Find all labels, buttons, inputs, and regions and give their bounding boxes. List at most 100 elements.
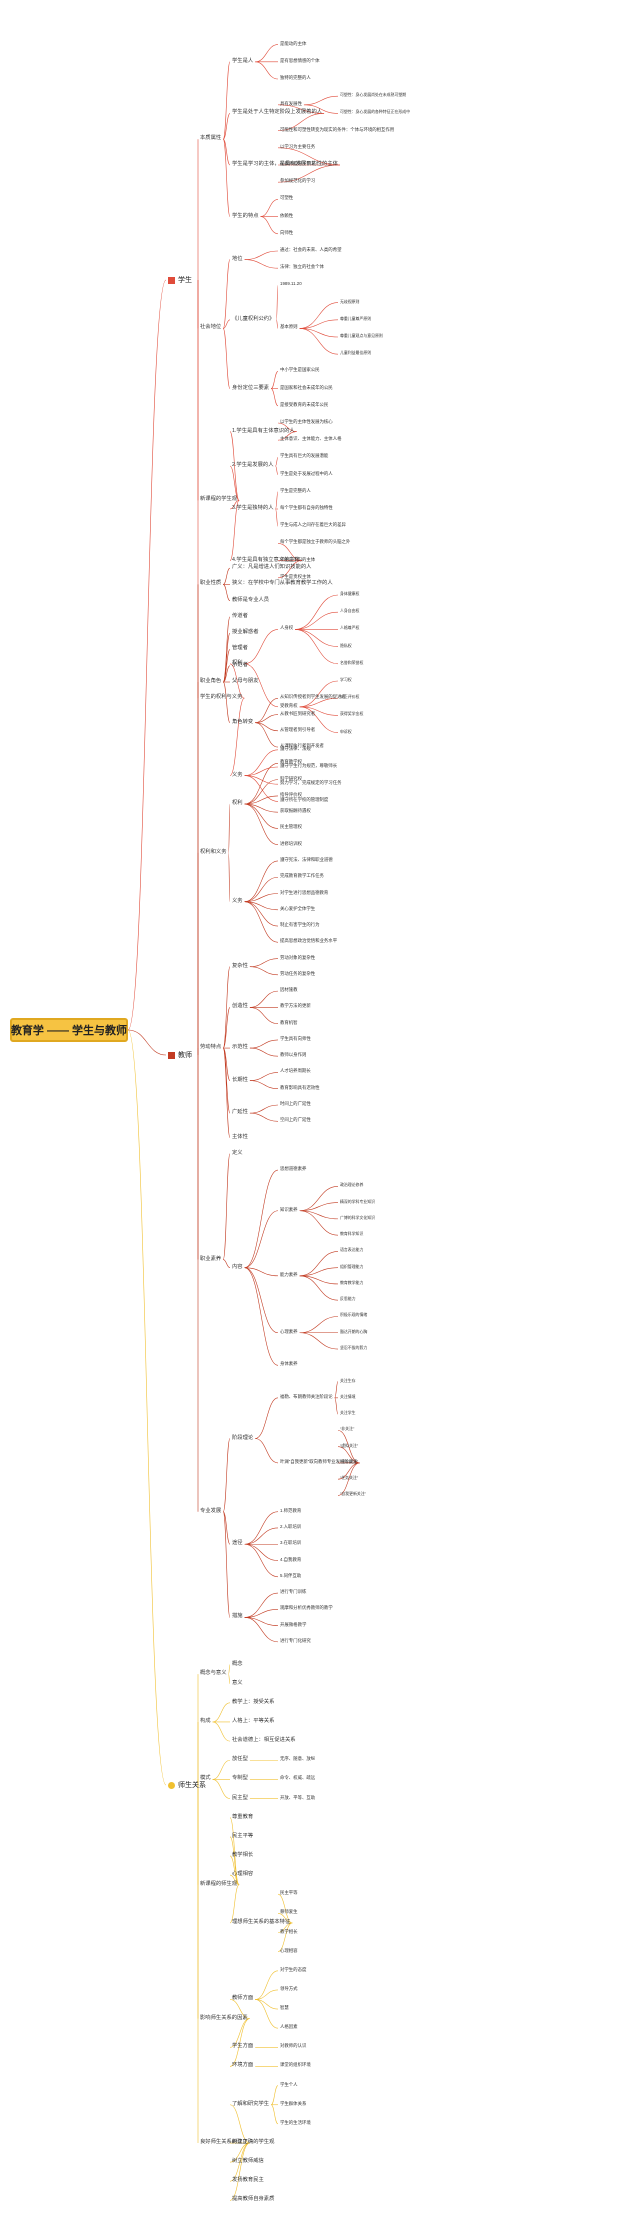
mind-map-node[interactable]: 教育科学知识	[340, 1231, 364, 1237]
mind-map-node[interactable]: 提高教师自身素质	[232, 2196, 275, 2203]
mind-map-node[interactable]: 积极乐观的情绪	[340, 1312, 368, 1318]
mind-map-node[interactable]: 发扬教育民主	[232, 2177, 264, 2184]
mind-map-node[interactable]: 劳动任务的复杂性	[280, 970, 316, 976]
mind-map-node[interactable]: 职业素养	[200, 1255, 222, 1262]
mind-map-node[interactable]: 学习权	[340, 677, 352, 682]
mind-map-node[interactable]: 本质属性	[200, 135, 222, 142]
mind-map-node[interactable]: 获取报酬待遇权	[280, 808, 311, 814]
mind-map-node[interactable]: 树立正确的学生观	[232, 2139, 275, 2146]
mind-map-node[interactable]: 努力学习，完成规定的学习任务	[280, 780, 342, 786]
mind-map-node[interactable]: 遵守学生行为规范，尊敬师长	[280, 763, 338, 768]
mind-map-node[interactable]: 是有思想情感的个体	[280, 57, 320, 63]
mind-map-node[interactable]: 放任型	[232, 1756, 248, 1763]
mind-map-node[interactable]: 专业发展	[200, 1507, 222, 1514]
mind-map-node[interactable]: 5.同伴互助	[280, 1572, 302, 1578]
mind-map-node[interactable]: 依赖性	[280, 212, 294, 218]
mind-map-node[interactable]: 无歧视原则	[340, 298, 360, 304]
mind-map-node[interactable]: 是能动的主体	[280, 40, 307, 46]
mind-map-node[interactable]: 树立教师威信	[232, 2158, 264, 2165]
mind-map-node[interactable]: 教育教学权	[280, 759, 302, 765]
mind-map-node[interactable]: 受教育权	[280, 702, 298, 708]
mind-map-node[interactable]: 传道者	[232, 612, 248, 619]
mind-map-node[interactable]: 进修培训权	[280, 840, 302, 846]
mind-map-node[interactable]: 民主管理权	[280, 824, 302, 830]
mind-map-node[interactable]: 广博的科学文化知识	[340, 1214, 376, 1220]
mind-map-node[interactable]: 尊重教育	[232, 1813, 254, 1820]
mind-map-node[interactable]: 指导评价权	[280, 791, 302, 797]
mind-map-node[interactable]: 专制型	[232, 1775, 248, 1782]
mind-map-node[interactable]: 3.学生是独特的人	[232, 505, 274, 511]
mind-map-node[interactable]: 命令、权威、疏远	[280, 1775, 316, 1781]
mind-map-node[interactable]: 环境方面	[232, 2062, 254, 2069]
mind-map-node[interactable]: 学生是学习的主体，是具有发展目的性的主体	[232, 161, 338, 167]
mind-map-node[interactable]: 广义：凡是增进人们知识技能的人	[232, 564, 312, 571]
mind-map-node[interactable]: 1.学生是具有主体意识的人	[232, 427, 295, 434]
mind-map-node[interactable]: “虚拟关注”	[340, 1442, 359, 1448]
mind-map-node[interactable]: 尊师爱生	[280, 1909, 298, 1915]
mind-map-node[interactable]: 从管理者到引导者	[280, 726, 316, 732]
mind-map-node[interactable]: 身体素养	[280, 1361, 298, 1367]
mind-map-node[interactable]: 4.学生是具有独立意义的主体	[232, 556, 300, 563]
mind-map-node[interactable]: 叶澜“自我更新”取向教师专业发展阶段论	[280, 1458, 358, 1464]
mind-map-node[interactable]: 理想师生关系的基本特征	[232, 1918, 291, 1925]
mind-map-node[interactable]: 关心爱护全体学生	[280, 905, 316, 911]
mind-map-node[interactable]: 申诉权	[340, 728, 352, 734]
mind-map-node[interactable]: 身体健康权	[340, 591, 360, 596]
mind-map-node[interactable]: 角色转变	[232, 718, 254, 725]
mind-map-node[interactable]: 儿童利益最佳原则	[340, 350, 372, 356]
mind-map-node[interactable]: 管理者	[232, 645, 248, 652]
mind-map-node[interactable]: 语言表达能力	[340, 1247, 364, 1253]
mind-map-node[interactable]: 教育影响具有迟效性	[280, 1084, 320, 1090]
mind-map-node[interactable]: 创造性	[232, 1003, 248, 1010]
mind-map-node[interactable]: 学生个人	[280, 2081, 298, 2087]
mind-map-node[interactable]: 学生是责权主体	[280, 573, 311, 579]
mind-map-node[interactable]: 权利	[232, 659, 243, 666]
mind-map-node[interactable]: 学生与成人之间存在着巨大的差异	[280, 522, 346, 528]
mind-map-node[interactable]: 教育教学能力	[340, 1279, 364, 1285]
mind-map-node[interactable]: 2.学生是发展的人	[232, 462, 274, 468]
mind-map-node[interactable]: 在教师指导下学习	[280, 161, 316, 166]
mind-map-node[interactable]: 了解和研究学生	[232, 2100, 270, 2107]
mind-map-node[interactable]: 新课程的师生观	[200, 1880, 238, 1887]
mind-map-node[interactable]: 对教师的认识	[280, 2043, 307, 2049]
mind-map-node[interactable]: 可塑性：身心发展尚处在未成熟可塑期	[340, 92, 407, 98]
mind-map-node[interactable]: 智慧	[280, 2005, 289, 2011]
mind-map-node[interactable]: 影响师生关系的因素	[200, 2014, 248, 2021]
mind-map-node[interactable]: 开放、平等、互助	[280, 1794, 316, 1800]
mind-map-node[interactable]: 教育机智	[280, 1019, 298, 1025]
mind-map-node[interactable]: 独特的完整的人	[280, 75, 311, 80]
mind-map-node[interactable]: 教学相长	[232, 1851, 254, 1858]
mind-map-node[interactable]: 公正评价权	[340, 694, 360, 700]
mind-map-node[interactable]: 阶段理论	[232, 1434, 254, 1441]
mind-map-node[interactable]: 学生群体关系	[280, 2100, 307, 2106]
mind-map-node[interactable]: 义务	[232, 771, 243, 778]
mind-map-node[interactable]: 学生是学习的主体	[280, 556, 316, 562]
mind-map-node[interactable]: 构成	[200, 1717, 211, 1724]
mind-map-node[interactable]: 人身权	[280, 625, 294, 631]
mind-map-node[interactable]: 精深的学科专业知识	[340, 1198, 376, 1204]
mind-map-node[interactable]: 父母与朋友	[232, 678, 259, 684]
mind-map-node[interactable]: 坚忍不拔的毅力	[340, 1345, 368, 1351]
mind-map-node[interactable]: 内容	[232, 1263, 243, 1270]
mind-map-node[interactable]: 遵守法律、法规	[280, 745, 311, 751]
mind-map-node[interactable]: 社会道德上：相互促进关系	[232, 1737, 296, 1744]
mind-map-node[interactable]: 3.在职培训	[280, 1540, 302, 1546]
mind-map-node[interactable]: 示范性	[232, 1044, 248, 1051]
mind-map-node[interactable]: 教学上：授受关系	[232, 1698, 275, 1705]
mind-map-node[interactable]: 定义	[232, 1149, 243, 1156]
mind-map-node[interactable]: 对学生进行思想品德教育	[280, 889, 329, 895]
mind-map-node[interactable]: 以学习为主要任务	[280, 143, 316, 149]
mind-map-node[interactable]: 参加规范化的学习	[280, 178, 316, 184]
mind-map-node[interactable]: 是接受教育的未成年公民	[280, 401, 329, 407]
mind-map-node[interactable]: 4.自我教育	[280, 1556, 302, 1562]
mind-map-node[interactable]: 提高思想政治觉悟和业务水平	[280, 938, 338, 944]
mind-map-node[interactable]: 教学方法的更新	[280, 1003, 311, 1009]
mind-map-node[interactable]: 学生方面	[232, 2043, 254, 2050]
mind-map-node[interactable]: 广延性	[232, 1109, 248, 1116]
mind-map-node[interactable]: 从教书匠到研究者	[280, 710, 316, 716]
mind-map-node[interactable]: 意义	[232, 1679, 243, 1686]
mind-map-node[interactable]: 时间上的广延性	[280, 1101, 311, 1106]
mind-map-node[interactable]: 政治理论修养	[340, 1182, 364, 1188]
mind-map-node[interactable]: 社会地位	[200, 324, 222, 331]
mind-map-node[interactable]: 教师以身作则	[280, 1052, 307, 1058]
